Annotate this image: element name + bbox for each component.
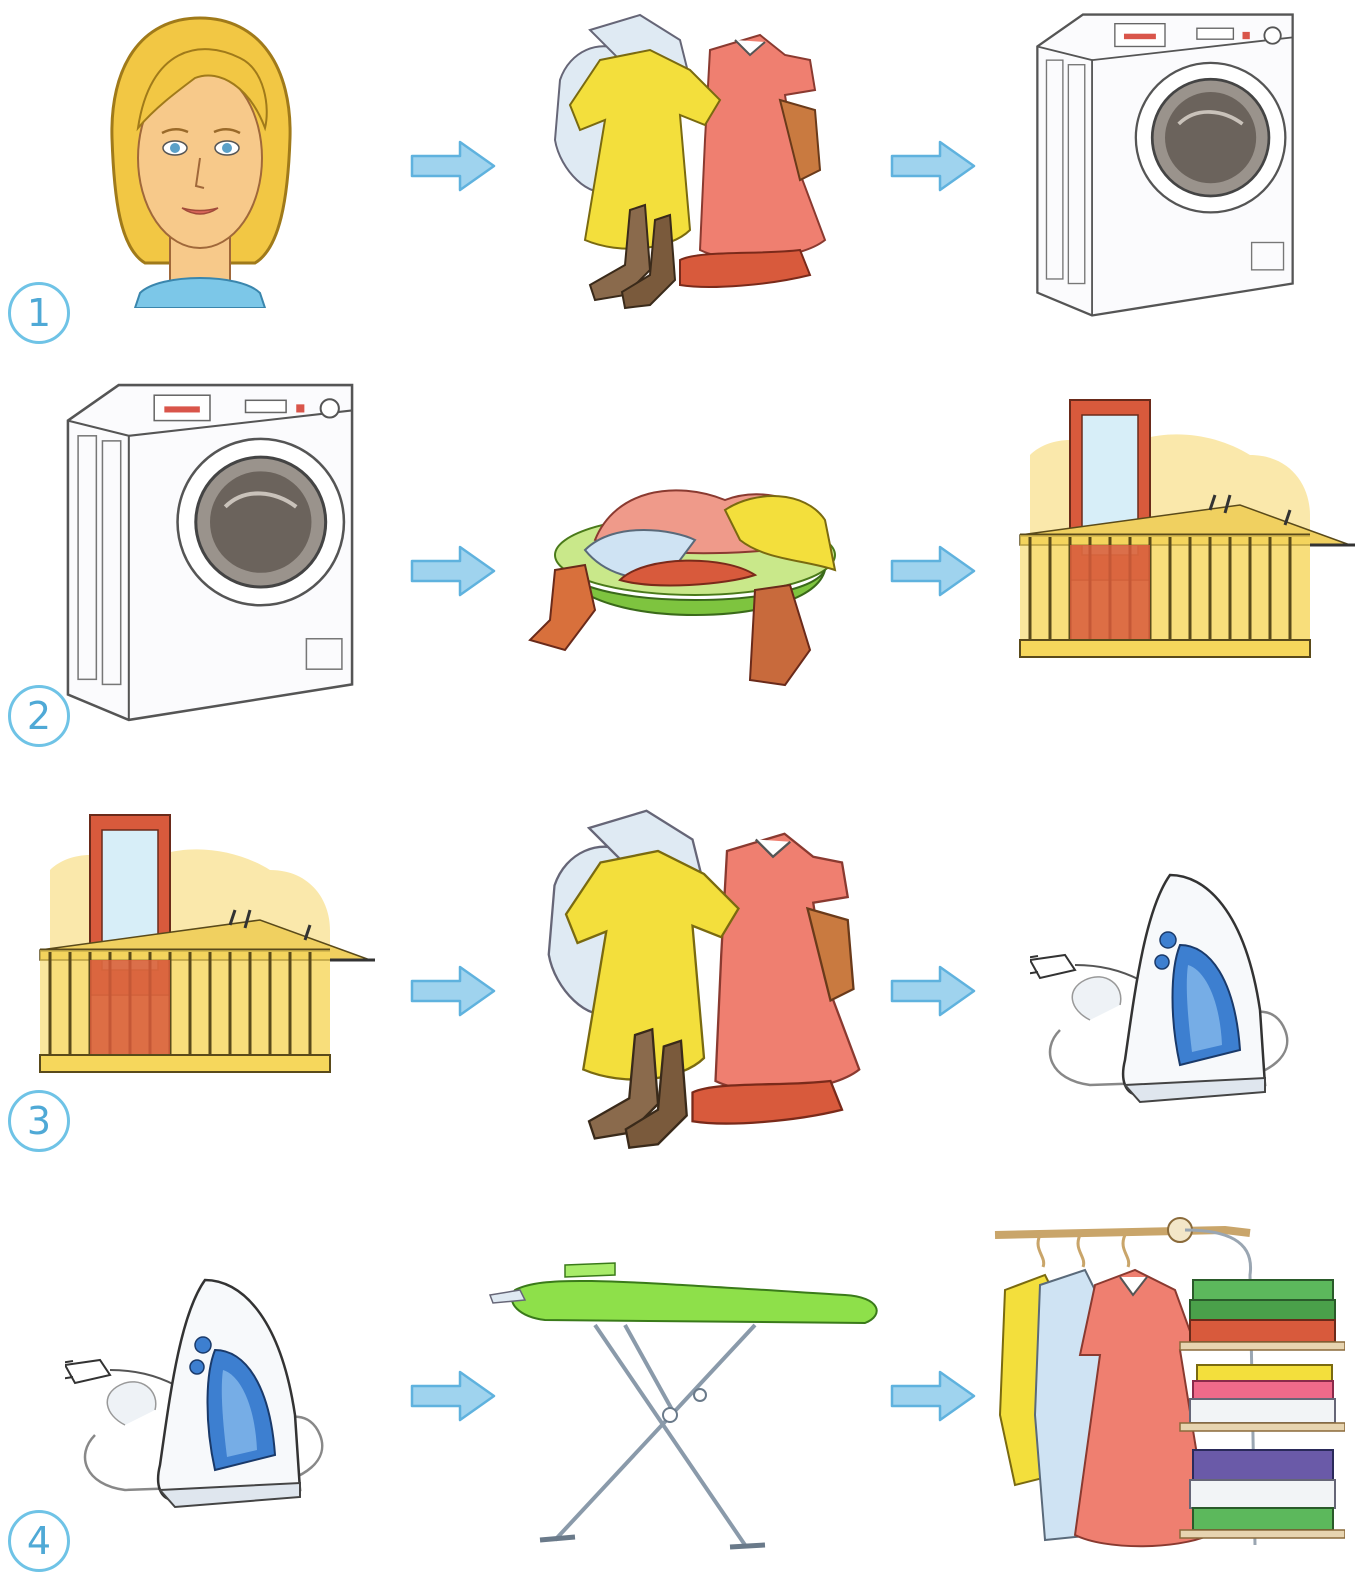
arrow-right-icon — [410, 965, 496, 1017]
arrow-right-icon — [890, 140, 976, 192]
steam-iron-illustration — [1030, 870, 1310, 1110]
washing-machine-illustration — [55, 380, 365, 725]
arrow-right-icon — [410, 140, 496, 192]
dry-clothes-pile-illustration — [520, 805, 865, 1150]
step-row-4: 4 — [0, 1180, 1366, 1575]
balcony-drying-illustration — [1010, 395, 1360, 695]
dirty-clothes-pile-illustration — [530, 10, 830, 310]
arrow-right-icon — [410, 1370, 496, 1422]
steam-iron-illustration — [65, 1275, 345, 1515]
arrow-right-icon — [410, 545, 496, 597]
step-number-4: 4 — [8, 1510, 70, 1572]
arrow-right-icon — [890, 545, 976, 597]
wardrobe-shelves-illustration — [985, 1215, 1345, 1565]
step-number-1: 1 — [8, 282, 70, 344]
ironing-board-illustration — [485, 1255, 885, 1555]
step-row-2: 2 — [0, 380, 1366, 775]
arrow-right-icon — [890, 1370, 976, 1422]
washing-machine-illustration — [1020, 10, 1310, 320]
step-number-3: 3 — [8, 1090, 70, 1152]
woman-face-illustration — [100, 8, 300, 308]
step-row-3: 3 — [0, 805, 1366, 1200]
balcony-drying-illustration — [30, 810, 380, 1110]
laundry-basin-illustration — [525, 460, 865, 690]
step-number-2: 2 — [8, 685, 70, 747]
arrow-right-icon — [890, 965, 976, 1017]
step-row-1: 1 — [0, 0, 1366, 395]
